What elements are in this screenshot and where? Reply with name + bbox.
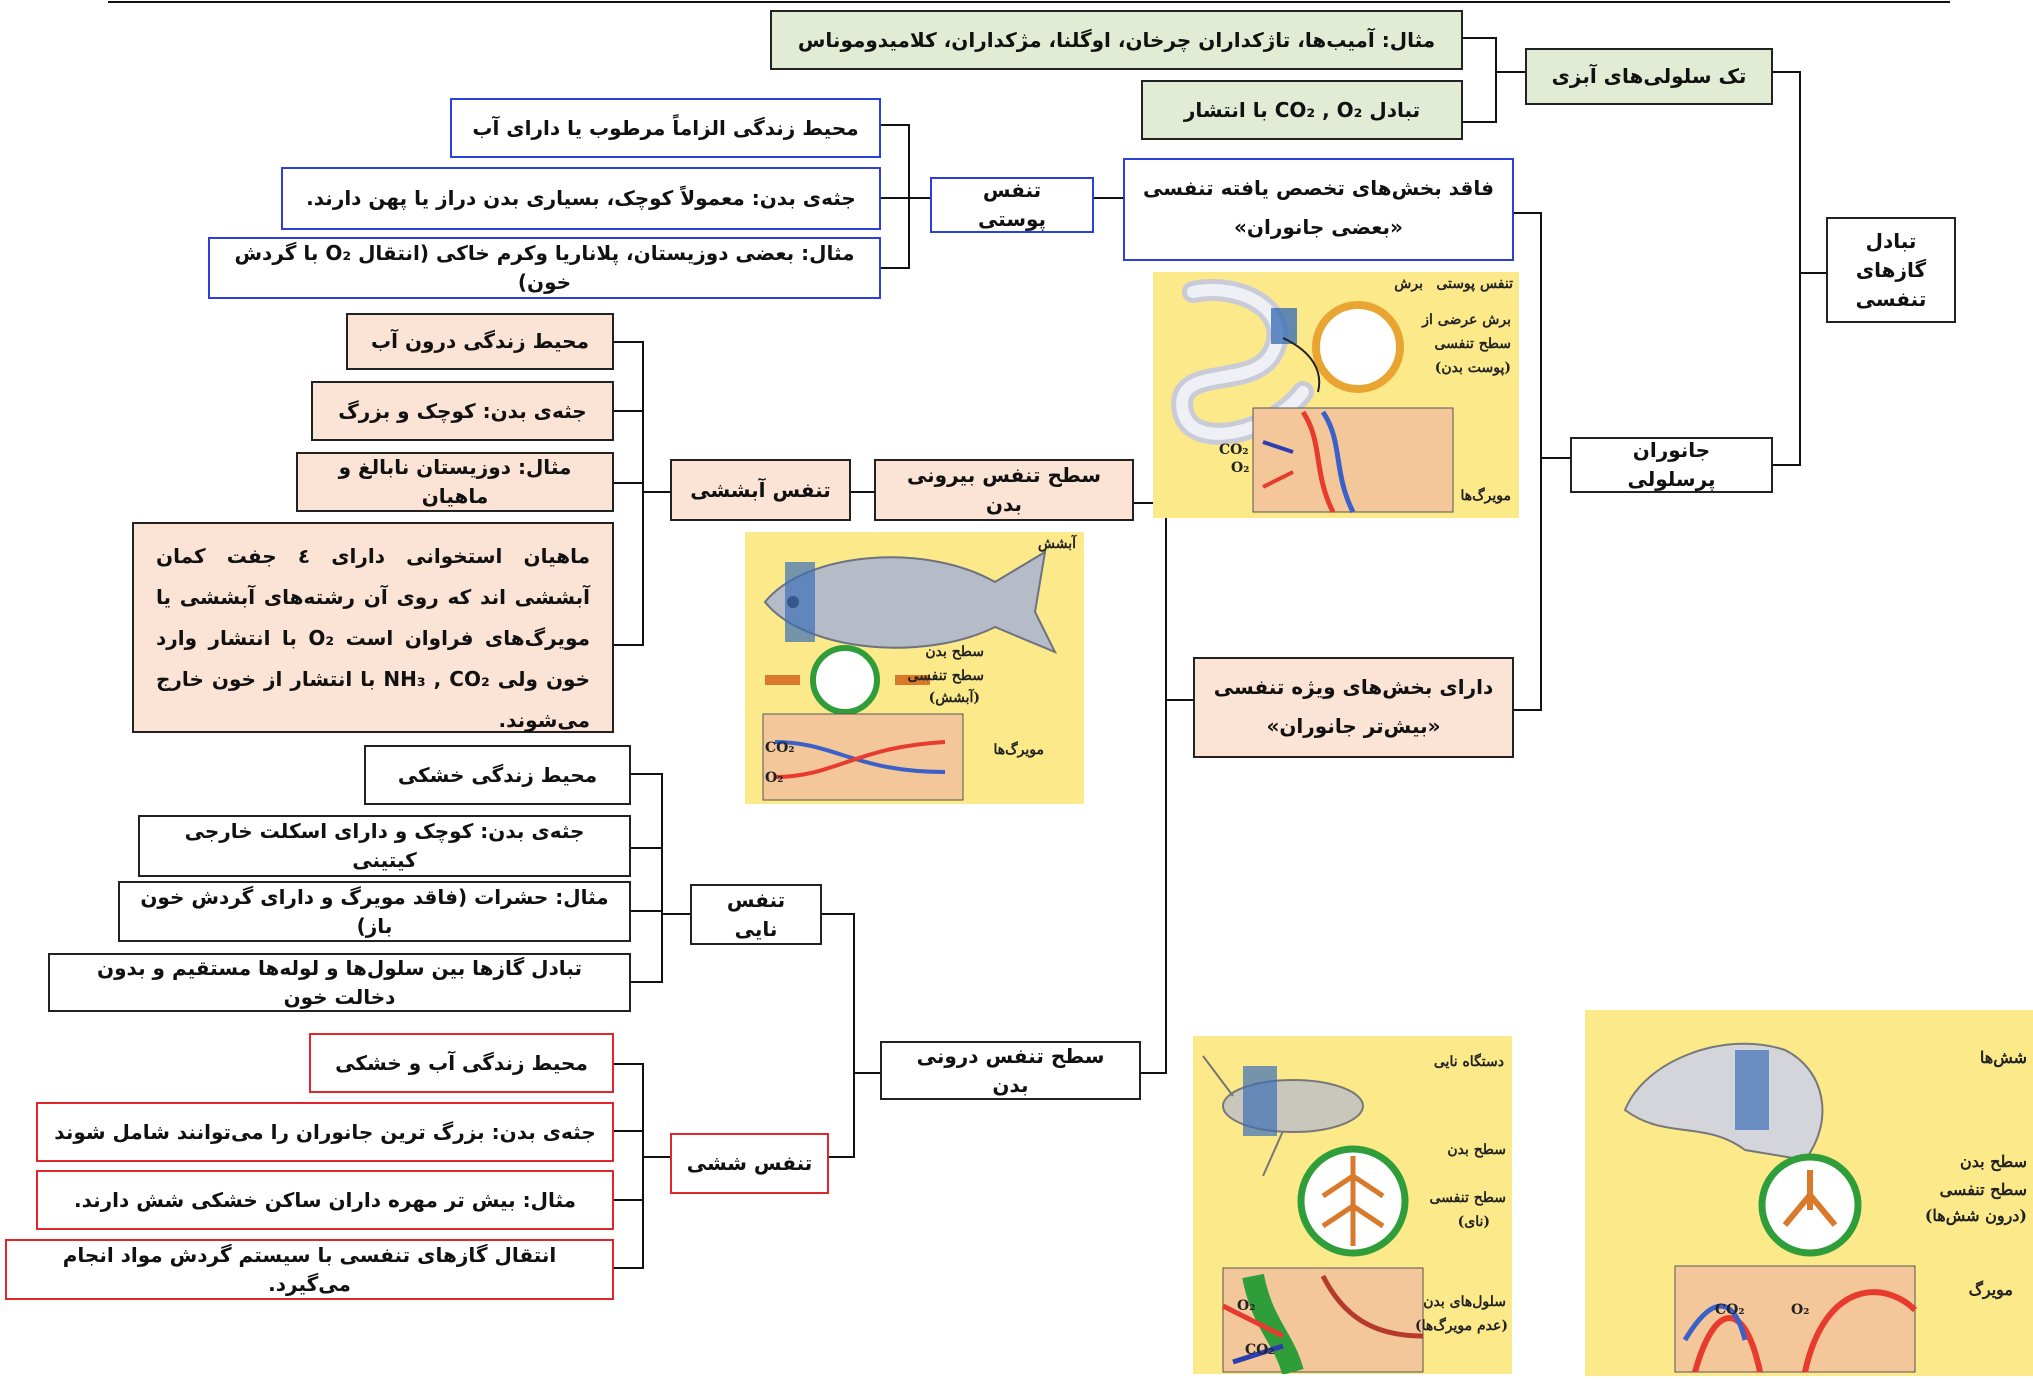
- lung-fig-capillary: مویرگ: [1968, 1280, 2013, 1299]
- skin-body: جثه‌ی بدن: معمولاً کوچک، بسیاری بدن دراز…: [281, 167, 881, 230]
- gill-note-text: ماهیان استخوانی دارای ٤ جفت کمان آبششی ا…: [156, 544, 591, 732]
- skin-fig-surface: سطح تنفسی: [1434, 336, 1512, 352]
- fish-illustration: [762, 550, 1058, 801]
- tracheal-fig-o2: O₂: [1237, 1298, 1256, 1314]
- skin-fig-cut: برش: [1394, 276, 1423, 292]
- skin-fig-o2: O₂: [1231, 460, 1250, 476]
- lung-fig-body-surface: سطح بدن: [1959, 1152, 2027, 1171]
- tracheal-fig-no-capillaries: (عدم مویرگ‌ها): [1414, 1318, 1508, 1334]
- gill-note: ماهیان استخوانی دارای ٤ جفت کمان آبششی ا…: [132, 522, 614, 733]
- tracheal-body: جثه‌ی بدن: کوچک و دارای اسکلت خارجی کیتی…: [138, 815, 631, 877]
- multicellular-title: جانوران پرسلولی: [1627, 438, 1716, 491]
- tracheal-fig-trachea: (نای): [1457, 1214, 1490, 1230]
- specialized-subtitle: «بیش‌تر جانوران»: [1266, 714, 1441, 738]
- tracheal-exchange: تبادل گازها بین سلول‌ها و لوله‌ها مستقیم…: [48, 953, 631, 1012]
- gill-example-text: مثال: دوزیستان نابالغ و ماهیان: [338, 455, 572, 508]
- lung-fig-surface: سطح تنفسی: [1939, 1180, 2027, 1199]
- gill-fig-title: آبشش: [1037, 536, 1076, 552]
- gill-fig-gill: (آبشش): [928, 690, 980, 706]
- lung-fig-o2: O₂: [1791, 1302, 1810, 1318]
- tracheal-respiration-title: تنفس نایی: [726, 887, 786, 941]
- lung-example: مثال: بیش تر مهره داران ساکن خشکی شش دار…: [36, 1170, 614, 1230]
- external-surface-title: سطح تنفس بیرونی بدن: [906, 463, 1102, 516]
- lung-fig-inside: (درون شش‌ها): [1924, 1206, 2027, 1225]
- gill-body-text: جثه‌ی بدن: کوچک و بزرگ: [338, 398, 587, 423]
- lung-example-text: مثال: بیش تر مهره داران ساکن خشکی شش دار…: [73, 1187, 577, 1212]
- lung-transport-text: انتقال گازهای تنفسی با سیستم گردش مواد ا…: [62, 1242, 557, 1296]
- unicellular-example-text: مثال: آمیب‌ها، تاژکداران چرخان، اوگلنا، …: [797, 27, 1436, 52]
- skin-respiration-figure: تنفس پوستی برش برش عرضی از سطح تنفسی (پو…: [1153, 272, 1519, 518]
- external-surface-node: سطح تنفس بیرونی بدن: [874, 459, 1134, 521]
- gill-habitat: محیط زندگی درون آب: [346, 313, 614, 370]
- lung-figure: شش‌ها سطح بدن سطح تنفسی (درون شش‌ها) موی…: [1585, 1010, 2033, 1376]
- gill-fig-capillaries: مویرگ‌ها: [993, 742, 1044, 758]
- skin-respiration-title: تنفس پوستی: [977, 178, 1047, 231]
- lung-habitat-text: محیط زندگی آب و خشکی: [335, 1050, 588, 1075]
- skin-fig-title: تنفس پوستی: [1436, 276, 1513, 292]
- unicellular-node: تک سلولی‌های آبزی: [1525, 48, 1773, 105]
- skin-fig-capillaries: مویرگ‌ها: [1460, 488, 1511, 504]
- skin-habitat: محیط زندگی الزاماً مرطوب یا دارای آب: [450, 98, 881, 158]
- lung-habitat: محیط زندگی آب و خشکی: [309, 1033, 614, 1093]
- no-specialized-subtitle: «بعضی جانوران»: [1234, 215, 1403, 239]
- skin-respiration-node: تنفس پوستی: [930, 177, 1094, 233]
- multicellular-node: جانوران پرسلولی: [1570, 437, 1773, 493]
- gill-respiration-node: تنفس آبششی: [670, 459, 851, 521]
- tracheal-example-text: مثال: حشرات (فاقد مویرگ و دارای گردش خون…: [140, 884, 609, 938]
- lung-transport: انتقال گازهای تنفسی با سیستم گردش مواد ا…: [5, 1239, 614, 1300]
- tracheal-habitat: محیط زندگی خشکی: [364, 745, 631, 805]
- insect-illustration: [1202, 1055, 1424, 1376]
- gill-body: جثه‌ی بدن: کوچک و بزرگ: [311, 381, 614, 441]
- skin-fig-co2: CO₂: [1219, 442, 1249, 458]
- specialized-title: دارای بخش‌های ویژه تنفسی: [1213, 675, 1494, 699]
- gill-figure: آبشش سطح بدن سطح تنفسی (آبشش) مویرگ‌ها C…: [745, 532, 1084, 804]
- lung-respiration-title: تنفس ششی: [686, 1151, 813, 1175]
- skin-fig-cross: برش عرضی از: [1422, 312, 1511, 328]
- skin-example-text: مثال: بعضی دوزیستان، پلاناریا وکرم خاکی …: [234, 241, 855, 294]
- no-specialized-title: فاقد بخش‌های تخصص یافته تنفسی: [1143, 176, 1494, 200]
- gill-example: مثال: دوزیستان نابالغ و ماهیان: [296, 452, 614, 512]
- root-label: تبادل گازهای تنفسی: [1855, 228, 1927, 311]
- skin-example: مثال: بعضی دوزیستان، پلاناریا وکرم خاکی …: [208, 237, 881, 299]
- tracheal-exchange-text: تبادل گازها بین سلول‌ها و لوله‌ها مستقیم…: [97, 955, 582, 1009]
- tracheal-example: مثال: حشرات (فاقد مویرگ و دارای گردش خون…: [118, 881, 631, 942]
- specialized-node: دارای بخش‌های ویژه تنفسی «بیش‌تر جانوران…: [1193, 657, 1514, 758]
- skin-habitat-text: محیط زندگی الزاماً مرطوب یا دارای آب: [472, 115, 859, 140]
- tracheal-fig-body-surface: سطح بدن: [1447, 1142, 1506, 1158]
- lung-fig-co2: CO₂: [1715, 1302, 1745, 1318]
- skin-body-text: جثه‌ی بدن: معمولاً کوچک، بسیاری بدن دراز…: [306, 186, 856, 210]
- lung-fig-title: شش‌ها: [1979, 1048, 2027, 1067]
- tracheal-fig-co2: CO₂: [1245, 1342, 1275, 1358]
- lung-body: جثه‌ی بدن: بزرگ ترین جانوران را می‌توانن…: [36, 1102, 614, 1162]
- earthworm-illustration: [1171, 279, 1454, 514]
- tracheal-body-text: جثه‌ی بدن: کوچک و دارای اسکلت خارجی کیتی…: [184, 819, 585, 872]
- unicellular-example: مثال: آمیب‌ها، تاژکداران چرخان، اوگلنا، …: [770, 10, 1463, 70]
- lung-body-text: جثه‌ی بدن: بزرگ ترین جانوران را می‌توانن…: [54, 1119, 596, 1144]
- gill-fig-body-surface: سطح بدن: [925, 644, 984, 660]
- tracheal-habitat-text: محیط زندگی خشکی: [397, 762, 598, 787]
- no-specialized-node: فاقد بخش‌های تخصص یافته تنفسی «بعضی جانو…: [1123, 158, 1514, 261]
- internal-surface-node: سطح تنفس درونی بدن: [880, 1041, 1141, 1100]
- gill-fig-surface: سطح تنفسی: [907, 668, 985, 684]
- internal-surface-title: سطح تنفس درونی بدن: [916, 1043, 1105, 1097]
- root-node: تبادل گازهای تنفسی: [1826, 217, 1956, 323]
- tracheal-respiration-node: تنفس نایی: [690, 884, 822, 945]
- tracheal-fig-cells: سلول‌های بدن: [1423, 1294, 1506, 1310]
- tracheal-fig-surface: سطح تنفسی: [1429, 1190, 1507, 1206]
- gill-habitat-text: محیط زندگی درون آب: [371, 329, 589, 353]
- unicellular-title: تک سلولی‌های آبزی: [1551, 64, 1747, 88]
- skin-fig-skin: (پوست بدن): [1434, 360, 1511, 376]
- gill-fig-co2: CO₂: [765, 740, 795, 756]
- gill-respiration-title: تنفس آبششی: [690, 477, 831, 502]
- lung-respiration-node: تنفس ششی: [670, 1133, 829, 1194]
- gill-fig-o2: O₂: [765, 770, 784, 786]
- unicellular-exchange: تبادل CO₂ , O₂ با انتشار: [1141, 80, 1463, 140]
- tracheal-figure: دستگاه نایی سطح بدن سطح تنفسی (نای) سلول…: [1193, 1036, 1512, 1376]
- tracheal-fig-title: دستگاه نایی: [1433, 1054, 1504, 1070]
- raccoon-illustration: [1623, 1042, 1918, 1373]
- unicellular-exchange-text: تبادل CO₂ , O₂ با انتشار: [1183, 97, 1421, 122]
